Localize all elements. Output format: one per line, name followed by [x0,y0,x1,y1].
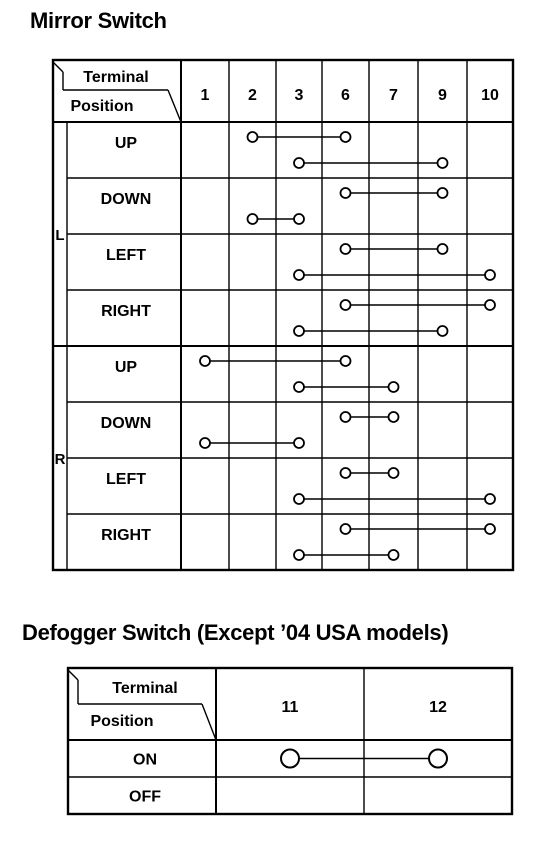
position-label-left: LEFT [106,471,146,488]
side-label-l: L [55,227,64,244]
position-label-down: DOWN [101,191,152,208]
position-label-right: RIGHT [101,303,151,320]
continuity-link [339,187,449,199]
mirror-header-terminal: Terminal [83,69,149,86]
position-label-left: LEFT [106,247,146,264]
defogger-switch-title: Defogger Switch (Except ’04 USA models) [22,620,449,645]
mirror-header-position: Position [70,98,133,115]
terminal-node [339,523,352,535]
continuity-link [246,213,305,225]
terminal-node [339,299,352,311]
continuity-link [199,437,305,449]
continuity-link [339,299,496,311]
terminal-header: 9 [438,87,447,104]
position-label-on: ON [133,752,157,769]
terminal-node [293,437,305,449]
terminal-node [484,493,496,505]
terminal-node [387,381,400,393]
terminal-node [436,243,449,255]
terminal-node [387,411,400,423]
terminal-header: 12 [429,699,447,716]
terminal-node [293,549,305,561]
defogger-header-terminal: Terminal [112,680,178,697]
position-label-up: UP [115,359,138,376]
mirror-switch-title: Mirror Switch [30,8,167,33]
terminal-node [339,243,352,255]
defogger-table-grid [66,666,514,816]
terminal-node [387,549,400,561]
terminal-node [199,355,211,367]
terminal-node [293,381,305,393]
continuity-link [280,748,448,769]
terminal-node [246,131,259,143]
continuity-link [339,411,400,423]
terminal-node [428,748,448,769]
terminal-node [484,269,496,281]
mirror-table-grid [51,58,515,572]
terminal-node [293,269,305,281]
continuity-link [339,467,400,479]
continuity-link [293,157,449,169]
continuity-link [293,325,449,337]
terminal-header: 2 [248,87,257,104]
terminal-node [293,493,305,505]
terminal-node [387,467,400,479]
continuity-link [293,381,400,393]
terminal-node [436,187,449,199]
continuity-link [293,269,496,281]
terminal-node [339,187,352,199]
defogger-header-position: Position [90,713,153,730]
terminal-node [280,748,300,769]
terminal-node [246,213,259,225]
terminal-node [293,157,305,169]
terminal-node [339,411,352,423]
terminal-header: 7 [389,87,398,104]
terminal-node [484,299,496,311]
position-label-down: DOWN [101,415,152,432]
terminal-node [339,131,352,143]
terminal-header: 3 [295,87,304,104]
continuity-link [293,549,400,561]
continuity-link [339,243,449,255]
side-label-r: R [55,451,66,468]
terminal-header: 1 [201,87,210,104]
terminal-node [293,325,305,337]
terminal-header: 6 [341,87,350,104]
position-label-off: OFF [129,789,161,806]
terminal-node [339,355,352,367]
terminal-node [199,437,211,449]
terminal-node [484,523,496,535]
terminal-node [436,325,449,337]
terminal-node [339,467,352,479]
terminal-node [436,157,449,169]
position-label-up: UP [115,135,138,152]
continuity-link [293,493,496,505]
continuity-link [246,131,352,143]
mirror-switch-table: Terminal Position 1 2 3 6 7 9 10L UP DOWN LEFT RIG… [51,58,515,572]
terminal-header: 10 [481,87,499,104]
continuity-link [199,355,352,367]
position-label-right: RIGHT [101,527,151,544]
continuity-link [339,523,496,535]
terminal-node [293,213,305,225]
terminal-header: 11 [282,699,299,716]
